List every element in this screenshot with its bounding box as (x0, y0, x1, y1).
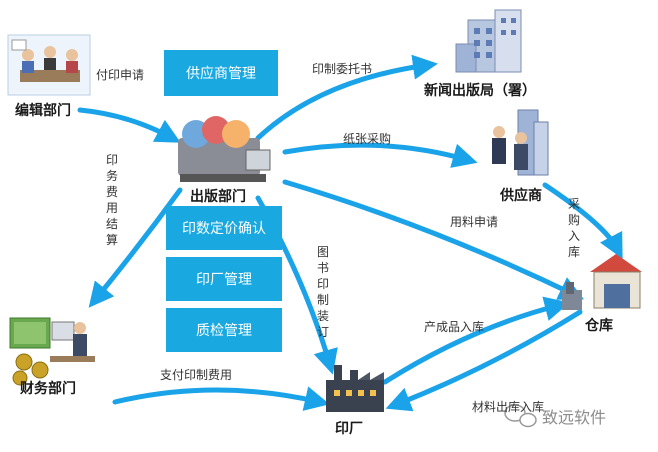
flow-product-inbound: 产成品入库 (424, 320, 485, 334)
warehouse-label: 仓库 (585, 318, 613, 334)
press-bureau-label: 新闻出版局（署） (424, 83, 536, 99)
printing-factory-label: 印厂 (335, 421, 363, 437)
flow-paper-purchase: 纸张采购 (343, 132, 392, 146)
arrow-warehouse-to-factory (385, 309, 583, 412)
chat-bubble-icon (504, 404, 537, 428)
publishing-dept-label: 出版部门 (190, 189, 246, 205)
flow-material-outbound: 材料出库入库 (472, 400, 545, 414)
printing-press-icon (178, 116, 271, 182)
quality-mgmt-box: 质检管理 (166, 308, 282, 352)
factory-icon (326, 365, 384, 412)
arrow-factory-to-warehouse (382, 296, 570, 385)
arrow-publishing-to-supplier (282, 142, 478, 168)
editorial-dept-label: 编辑部门 (15, 103, 71, 119)
government-building-icon (455, 9, 522, 73)
flow-purchase-inbound: 采购入库 (567, 197, 580, 259)
meeting-icon (7, 34, 91, 96)
warehouse-icon (562, 254, 642, 310)
flow-pay-print-fee: 支付印制费用 (160, 368, 233, 382)
arrow-finance-to-factory (112, 386, 330, 411)
flow-print-request: 付印申请 (96, 68, 145, 82)
flow-book-binding: 图书印制装订 (316, 245, 329, 339)
watermark: 致远软件 (542, 408, 607, 427)
factory-mgmt-box: 印厂管理 (166, 257, 282, 301)
flow-print-commission: 印制委托书 (312, 62, 373, 76)
supplier-handshake-icon (492, 109, 549, 176)
arrow-publishing-to-finance (88, 187, 183, 308)
flow-print-fee-settlement: 印务费用结算 (105, 153, 118, 247)
finance-dept-label: 财务部门 (20, 381, 76, 397)
print-pricing-box: 印数定价确认 (166, 206, 282, 250)
supplier-mgmt-box: 供应商管理 (164, 50, 278, 96)
flow-material-request: 用料申请 (450, 215, 499, 229)
arrow-publishing-to-warehouse (282, 179, 585, 300)
arrow-supplier-to-warehouse (542, 182, 623, 259)
finance-office-icon (9, 317, 95, 386)
arrow-editorial-to-publishing (77, 107, 181, 143)
arrow-publishing-to-bureau (255, 54, 438, 141)
supplier-label: 供应商 (500, 188, 542, 204)
